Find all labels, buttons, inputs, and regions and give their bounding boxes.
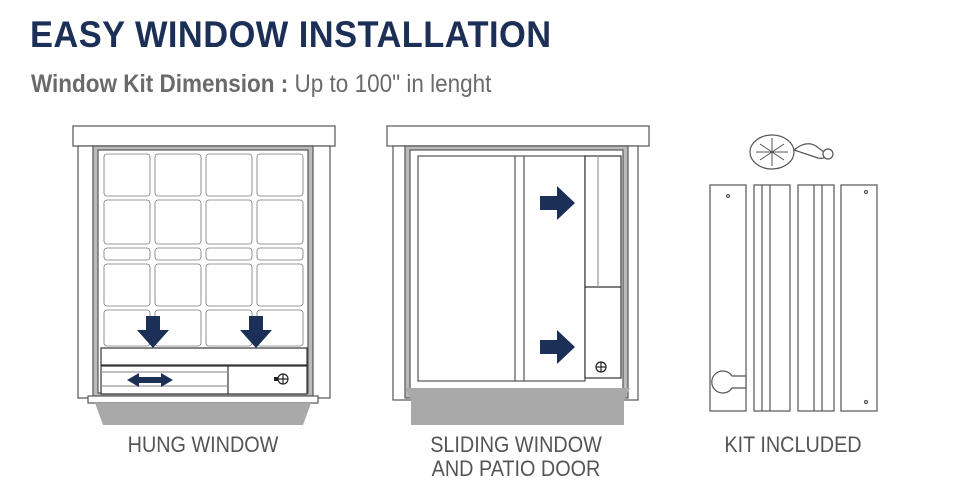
window-panel-icon xyxy=(797,184,835,412)
window-pane xyxy=(205,153,253,197)
sliding-window-label: SLIDING WINDOW AND PATIO DOOR xyxy=(426,433,606,481)
window-pane xyxy=(154,263,202,307)
window-pane xyxy=(154,199,202,245)
sliding-window-illustration xyxy=(386,125,650,425)
window-pane xyxy=(103,263,151,307)
hung-window-label: HUNG WINDOW xyxy=(127,432,279,457)
window-pane xyxy=(256,199,304,245)
window-pane xyxy=(103,247,151,261)
hose-connector-icon xyxy=(595,361,607,373)
hung-window-illustration xyxy=(72,125,336,425)
window-panel-icon xyxy=(840,184,878,412)
window-pane xyxy=(205,309,253,347)
exhaust-adapter-icon xyxy=(749,134,834,170)
sliding-window-label-line2: AND PATIO DOOR xyxy=(431,456,601,481)
kit-included-label: KIT INCLUDED xyxy=(724,432,862,457)
right-arrow-icon xyxy=(540,186,575,220)
window-pane xyxy=(256,247,304,261)
right-arrow-icon xyxy=(540,330,575,364)
window-pane xyxy=(256,309,304,347)
dimension-value: Up to 100" in lenght xyxy=(288,70,492,98)
window-pane xyxy=(103,199,151,245)
window-pane xyxy=(154,153,202,197)
down-arrow-icon xyxy=(240,316,272,348)
window-pane xyxy=(103,153,151,197)
window-pane xyxy=(205,247,253,261)
window-panel-icon xyxy=(753,184,791,412)
double-arrow-icon xyxy=(127,373,173,387)
kit-dimension-text: Window Kit Dimension : Up to 100" in len… xyxy=(31,70,491,99)
window-pane xyxy=(256,153,304,197)
window-pane xyxy=(256,263,304,307)
kit-included-illustration xyxy=(709,134,878,412)
window-pane xyxy=(205,199,253,245)
window-panel-icon xyxy=(709,184,747,412)
window-pane xyxy=(205,263,253,307)
hose-connector-icon xyxy=(274,373,289,385)
down-arrow-icon xyxy=(137,316,169,348)
page-title: EASY WINDOW INSTALLATION xyxy=(30,14,552,55)
dimension-label: Window Kit Dimension : xyxy=(31,70,289,98)
sliding-window-label-line1: SLIDING WINDOW xyxy=(430,432,602,457)
window-pane xyxy=(103,309,151,347)
window-pane xyxy=(154,247,202,261)
window-pane xyxy=(154,309,202,347)
